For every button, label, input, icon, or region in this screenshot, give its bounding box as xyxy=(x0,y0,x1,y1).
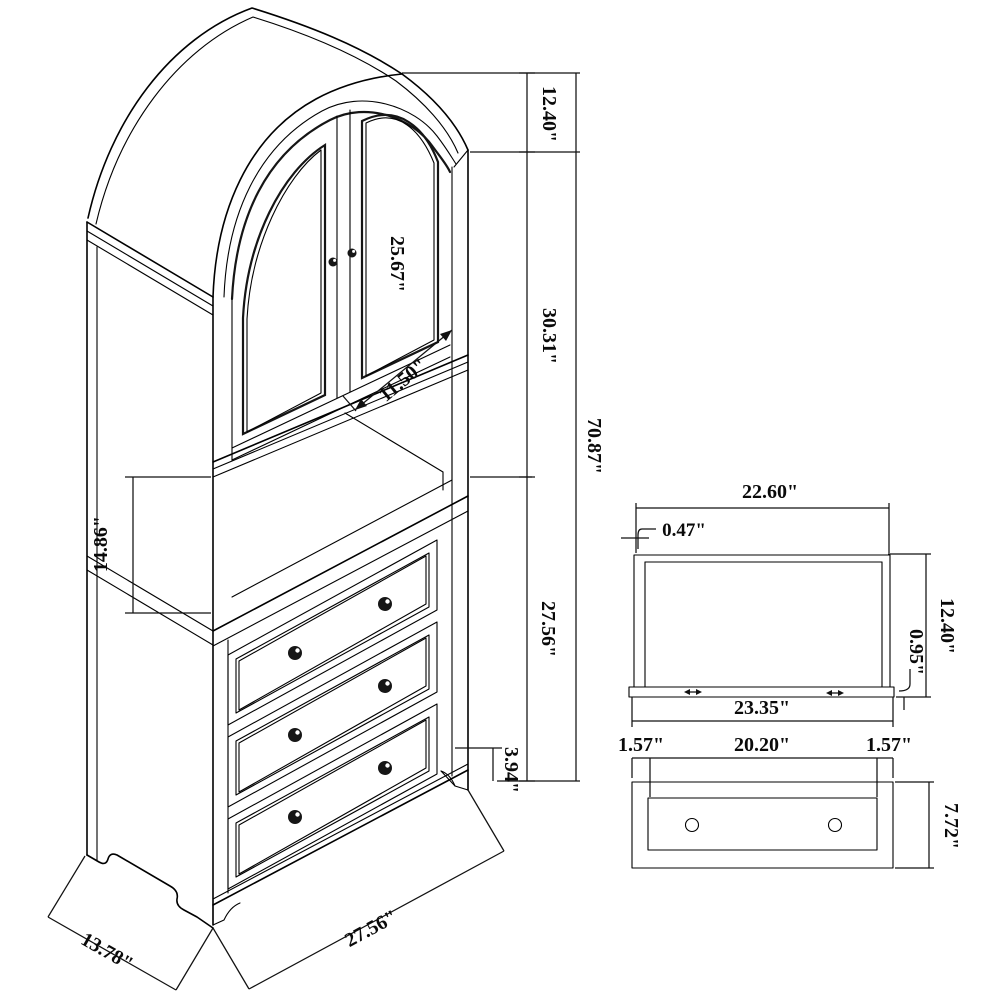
dim-base-height-label: 27.56" xyxy=(537,601,559,657)
cabinet-isometric-view xyxy=(86,7,469,929)
dim-drawer-right-offset-label: 1.57" xyxy=(866,734,912,756)
right-door-glass xyxy=(360,114,440,380)
drawer-front xyxy=(631,781,894,869)
dim-depth-label: 13.78" xyxy=(77,928,137,975)
dim-drawer-height-label: 7.72" xyxy=(940,803,962,849)
arch-top xyxy=(87,7,469,301)
drawer-knob-hole-right xyxy=(827,817,843,833)
dim-overall-height-label: 70.87" xyxy=(583,418,605,474)
dim-width-label: 27.56" xyxy=(341,906,401,952)
waist-molding xyxy=(212,495,469,647)
door-knob-right xyxy=(347,248,357,258)
drawer-stack xyxy=(227,539,438,890)
dim-drawer-left-offset-label: 1.57" xyxy=(618,734,664,756)
shelf-peg-right xyxy=(826,690,844,696)
dim-shelf-inner-width-label: 22.60" xyxy=(742,481,798,503)
drawer-1 xyxy=(227,539,438,726)
drawer-2 xyxy=(227,621,438,808)
side-panel xyxy=(86,221,214,929)
dim-shelf-thickness-label: 0.95" xyxy=(905,629,927,675)
dim-drawer-center-width-label: 20.20" xyxy=(734,734,790,756)
shelf-peg-left xyxy=(684,689,702,695)
glass-doors xyxy=(231,109,451,461)
drawer-3 xyxy=(227,703,438,890)
drawer-detail-view: 1.57" 20.20" 1.57" 7.72" xyxy=(618,734,962,869)
dim-shelf-inner-height-label: 12.40" xyxy=(936,598,958,654)
shelf-board xyxy=(628,686,895,698)
left-door-glass xyxy=(241,143,327,436)
open-shelf xyxy=(212,354,469,598)
shelf-detail-view: 22.60" 0.47" 23.35" 12.40" 0.95" xyxy=(621,481,958,727)
dim-arch-height-label: 12.40" xyxy=(538,86,560,142)
dim-open-shelf-height-label: 14.86" xyxy=(90,516,112,572)
dim-shelf-side-thickness-label: 0.47" xyxy=(662,520,706,541)
dim-shelf-outer-width-label: 23.35" xyxy=(734,697,790,719)
door-knob-left xyxy=(328,257,338,267)
main-dimensions: 12.40" 30.31" 27.56" 70.87" 25.67" 14.86… xyxy=(47,72,605,991)
side-bracket-foot-cutout xyxy=(86,853,214,929)
dim-door-height-label: 25.67" xyxy=(386,236,408,292)
drawer-panel xyxy=(647,797,878,851)
dim-hutch-height-label: 30.31" xyxy=(538,308,560,364)
base-feet xyxy=(212,763,469,926)
drawer-knob-hole-left xyxy=(684,817,700,833)
dim-leg-height-label: 3.94" xyxy=(500,747,522,793)
front-left-foot xyxy=(212,902,241,926)
